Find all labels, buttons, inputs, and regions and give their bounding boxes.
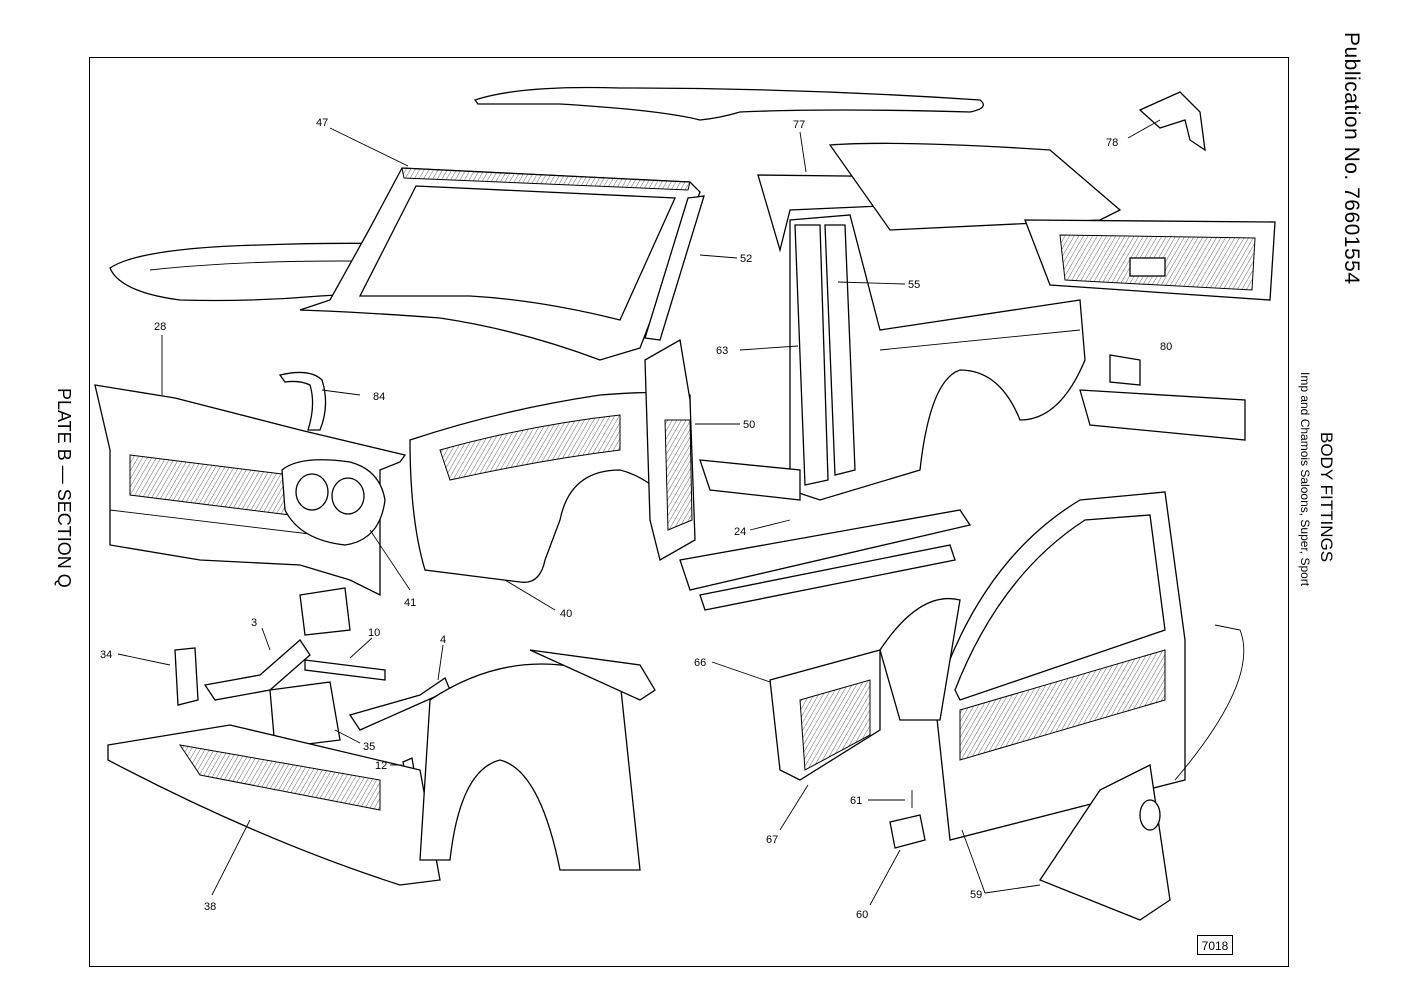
callout-41: 41 <box>404 597 416 609</box>
callout-59: 59 <box>970 889 982 901</box>
bracket-78-drawing <box>1138 91 1206 152</box>
callout-38: 38 <box>204 901 216 913</box>
callout-24: 24 <box>734 526 746 538</box>
floor-pan-drawing <box>107 724 441 886</box>
rear-cross-member-drawing <box>1079 354 1246 441</box>
callout-47: 47 <box>316 117 328 129</box>
callout-84: 84 <box>373 391 385 403</box>
door-trim-drawing <box>1039 624 1245 921</box>
callout-50: 50 <box>743 419 755 431</box>
callout-80: 80 <box>1160 341 1172 353</box>
section-subtitle: Imp and Chamois Saloons, Super, Sport <box>1298 372 1312 587</box>
rear-panel-drawing <box>1024 219 1276 301</box>
callout-67: 67 <box>766 834 778 846</box>
callout-35: 35 <box>363 741 375 753</box>
publication-number: Publication No. 76601554 <box>1340 32 1363 285</box>
callout-40: 40 <box>560 608 572 620</box>
callout-52: 52 <box>740 253 752 265</box>
roof-panel-drawing <box>473 86 984 121</box>
figure-number: 7018 <box>1197 935 1233 955</box>
plate-frame <box>89 57 1289 967</box>
callout-labels: 47 77 78 52 55 28 84 63 80 50 24 41 40 3… <box>100 117 1172 921</box>
hinge-drawing <box>889 790 926 849</box>
section-title: BODY FITTINGS <box>1317 432 1336 563</box>
bracket-84-drawing <box>278 371 327 431</box>
callout-78: 78 <box>1106 137 1118 149</box>
callout-77: 77 <box>793 119 805 131</box>
callout-34: 34 <box>100 649 112 661</box>
callout-66: 66 <box>694 657 706 669</box>
callout-55: 55 <box>908 279 920 291</box>
door-drawing <box>934 491 1186 841</box>
body-side-drawing <box>789 214 1086 501</box>
callout-3: 3 <box>251 617 257 629</box>
headlamp-housing-drawing <box>281 459 386 546</box>
plate-label: PLATE B — SECTION Q <box>54 388 74 588</box>
callout-12: 12 <box>375 760 387 772</box>
leader-lines <box>117 119 1161 906</box>
rear-roof-frame-drawing <box>757 142 1122 253</box>
callout-60: 60 <box>856 909 868 921</box>
a-pillar-trim-drawing <box>644 195 705 341</box>
sill-drawing <box>679 459 972 611</box>
rear-quarter-drawing <box>769 598 961 781</box>
callout-4: 4 <box>440 634 446 646</box>
callout-63: 63 <box>716 345 728 357</box>
windscreen-frame-drawing <box>299 167 701 361</box>
front-wing-drawing <box>409 391 691 583</box>
callout-28: 28 <box>154 321 166 333</box>
inner-pillar-drawing <box>644 338 696 561</box>
callout-61: 61 <box>850 795 862 807</box>
wheel-arch-drawing <box>419 649 656 871</box>
callout-10: 10 <box>368 627 380 639</box>
